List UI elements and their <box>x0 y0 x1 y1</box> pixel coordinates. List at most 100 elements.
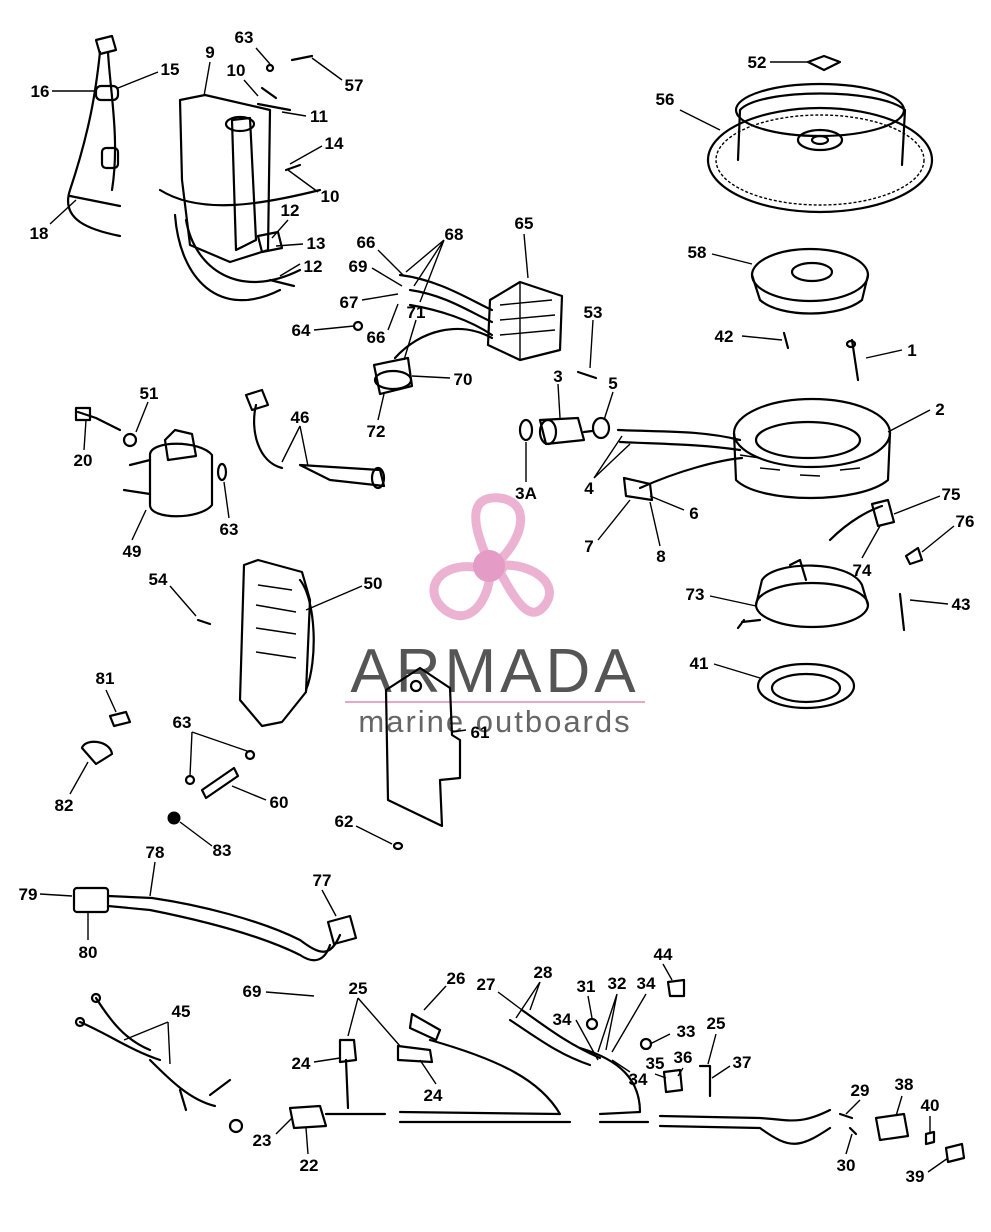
ignition-coil-49 <box>74 406 228 518</box>
callout-c-63b: 63 <box>220 520 239 539</box>
callout-c-71: 71 <box>407 303 426 322</box>
callout-c-2: 2 <box>935 400 944 419</box>
stator-2 <box>732 397 892 500</box>
callout-c-41: 41 <box>690 654 709 673</box>
retainer-ring-41 <box>756 662 856 710</box>
lead-set-45 <box>74 992 244 1134</box>
callout-c-44: 44 <box>654 945 673 964</box>
callout-c-78: 78 <box>146 843 165 862</box>
callout-c-34a: 34 <box>637 974 656 993</box>
stator-leads <box>616 428 744 502</box>
callout-c-25b: 25 <box>707 1014 726 1033</box>
callout-c-29: 29 <box>851 1081 870 1100</box>
callout-c-23: 23 <box>253 1131 272 1150</box>
callout-c-14: 14 <box>325 134 344 153</box>
callout-c-72: 72 <box>367 422 386 441</box>
callout-c-1: 1 <box>907 341 916 360</box>
timer-base-73 <box>736 498 924 632</box>
callout-c-7: 7 <box>584 537 593 556</box>
callout-c-33: 33 <box>677 1022 696 1041</box>
callout-c-28: 28 <box>534 963 553 982</box>
callout-c-10a: 10 <box>227 61 246 80</box>
callout-c-34b: 34 <box>553 1010 572 1029</box>
callout-c-60: 60 <box>270 793 289 812</box>
cover-plate-61 <box>384 666 462 828</box>
callout-c-4: 4 <box>584 479 594 498</box>
callout-c-37: 37 <box>733 1053 752 1072</box>
callout-c-57: 57 <box>345 76 364 95</box>
callout-c-20: 20 <box>74 451 93 470</box>
callout-c-46: 46 <box>291 408 310 427</box>
callout-c-12a: 12 <box>281 201 300 220</box>
callout-c-49: 49 <box>123 542 142 561</box>
callout-c-22: 22 <box>300 1156 319 1175</box>
callout-c-56: 56 <box>656 90 675 109</box>
callout-c-39: 39 <box>906 1167 925 1186</box>
callout-c-3A: 3A <box>515 484 537 503</box>
callout-c-40: 40 <box>921 1096 940 1115</box>
power-pack-65 <box>393 273 564 362</box>
leader-lines <box>39 47 955 1173</box>
callout-c-69a: 69 <box>349 257 368 276</box>
callout-c-25a: 25 <box>349 979 368 998</box>
mounting-bracket-50 <box>238 558 315 728</box>
callout-c-26: 26 <box>447 969 466 988</box>
callout-c-13: 13 <box>307 234 326 253</box>
callout-c-64: 64 <box>292 321 311 340</box>
callout-c-82: 82 <box>55 796 74 815</box>
callout-c-66a: 66 <box>357 233 376 252</box>
callout-c-54: 54 <box>149 570 168 589</box>
callout-c-5: 5 <box>608 374 617 393</box>
callout-c-3: 3 <box>553 367 562 386</box>
callout-c-18: 18 <box>30 224 49 243</box>
callout-c-8: 8 <box>656 547 665 566</box>
callout-c-31: 31 <box>577 977 596 996</box>
callout-c-63a: 63 <box>235 28 254 47</box>
callout-c-79: 79 <box>19 885 38 904</box>
callout-c-63c: 63 <box>173 713 192 732</box>
callout-c-51: 51 <box>140 384 159 403</box>
callout-c-77: 77 <box>313 871 332 890</box>
callout-c-35: 35 <box>646 1054 665 1073</box>
callout-c-53: 53 <box>584 303 603 322</box>
callout-c-81: 81 <box>96 669 115 688</box>
callout-c-75: 75 <box>942 485 961 504</box>
callout-c-73: 73 <box>686 585 705 604</box>
callout-c-16: 16 <box>31 82 50 101</box>
main-wiring-harness <box>288 978 832 1145</box>
harness-77-80 <box>72 886 358 962</box>
callout-c-68: 68 <box>445 225 464 244</box>
callout-c-15: 15 <box>161 60 180 79</box>
callout-c-45: 45 <box>172 1002 191 1021</box>
callout-c-9: 9 <box>205 43 214 62</box>
callout-c-30: 30 <box>837 1156 856 1175</box>
callout-c-76: 76 <box>956 512 975 531</box>
callout-c-10b: 10 <box>321 187 340 206</box>
callout-c-50: 50 <box>364 574 383 593</box>
callout-c-42: 42 <box>715 327 734 346</box>
callout-c-65: 65 <box>515 214 534 233</box>
callout-c-12b: 12 <box>304 257 323 276</box>
callout-c-6: 6 <box>689 504 698 523</box>
callout-c-52: 52 <box>748 53 767 72</box>
brand-name: ARMADA <box>350 637 639 706</box>
callout-c-66b: 66 <box>367 328 386 347</box>
callout-c-61: 61 <box>471 723 490 742</box>
callout-c-38: 38 <box>895 1075 914 1094</box>
callout-c-24b: 24 <box>424 1086 443 1105</box>
callout-c-24a: 24 <box>292 1054 311 1073</box>
connector-plug-3 <box>518 416 611 446</box>
callout-c-62: 62 <box>335 812 354 831</box>
callout-c-36: 36 <box>674 1048 693 1067</box>
ignition-lead-assembly <box>67 34 122 238</box>
callout-c-83: 83 <box>213 841 232 860</box>
callout-c-34c: 34 <box>629 1070 648 1089</box>
coil-bracket <box>158 86 322 302</box>
hub-plate-58 <box>750 247 870 315</box>
callout-c-43: 43 <box>952 595 971 614</box>
callout-c-69b: 69 <box>243 982 262 1001</box>
callout-c-74: 74 <box>853 561 872 580</box>
callout-c-80: 80 <box>79 943 98 962</box>
